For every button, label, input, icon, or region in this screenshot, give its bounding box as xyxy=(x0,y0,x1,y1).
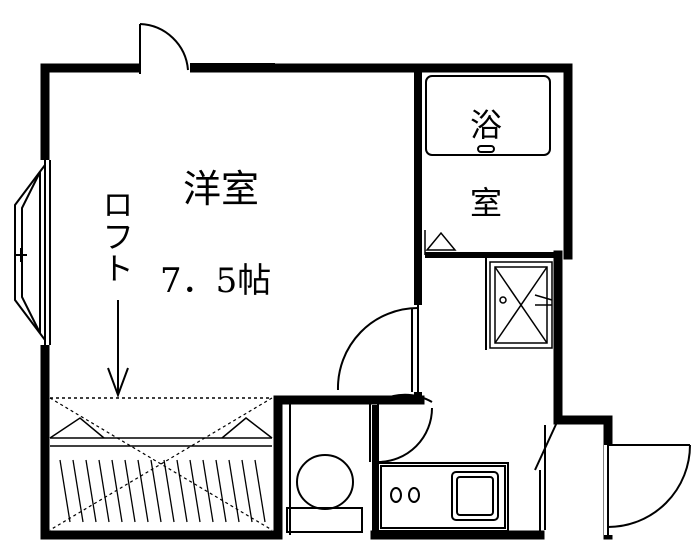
ladder-step xyxy=(59,459,71,523)
ladder-step xyxy=(163,459,175,523)
entrance-door xyxy=(139,23,275,74)
ladder-step xyxy=(124,459,136,523)
ladder-step xyxy=(228,459,240,523)
ladder-steps xyxy=(59,459,266,523)
toilet xyxy=(286,400,363,535)
bay-window xyxy=(14,160,51,345)
ladder-step xyxy=(72,459,84,523)
bath-door-marker xyxy=(424,230,457,255)
ladder-step xyxy=(85,459,97,523)
ladder-step xyxy=(254,459,266,523)
bath-label-top: 浴 xyxy=(470,106,502,144)
room-size: 7．5帖 xyxy=(160,261,271,301)
bath-label-bottom: 室 xyxy=(470,184,502,222)
exterior-walls xyxy=(40,63,613,540)
room-door xyxy=(336,305,419,392)
ladder-step xyxy=(202,459,214,523)
ladder-step xyxy=(176,459,188,523)
toilet-door xyxy=(369,393,433,463)
front-door xyxy=(534,419,691,535)
ladder-step xyxy=(137,459,149,523)
loft-arrow xyxy=(107,300,129,398)
ladder-step xyxy=(241,459,253,523)
ladder-step xyxy=(111,459,123,523)
room-name: 洋室 xyxy=(183,167,259,211)
kitchen-counter xyxy=(377,462,509,532)
loft-ladder-area xyxy=(49,397,273,531)
ladder-step xyxy=(150,459,162,523)
loft-label: ロフト xyxy=(97,188,135,284)
ladder-step xyxy=(189,459,201,523)
washing-machine-pan xyxy=(489,261,553,349)
ladder-step xyxy=(98,459,110,523)
ladder-step xyxy=(215,459,227,523)
bathtub xyxy=(425,75,551,156)
